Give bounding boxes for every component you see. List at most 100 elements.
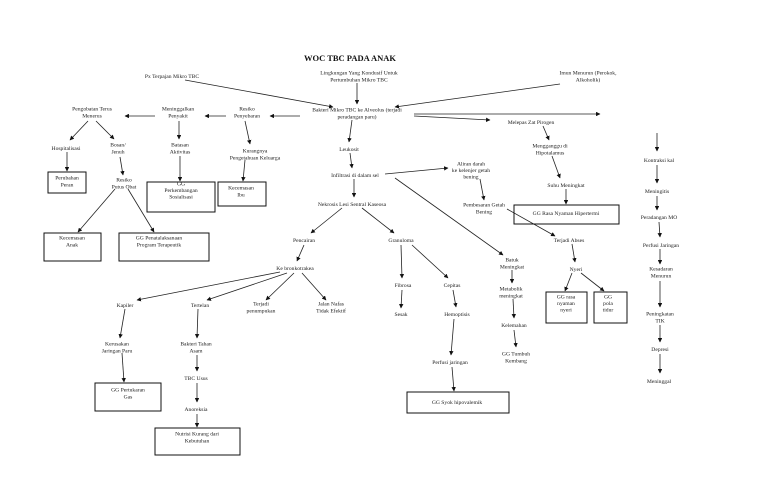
box-gg-pertukaran <box>94 382 162 412</box>
node-terjadi-abses: Terjadi Abses <box>554 238 585 244</box>
node-px-terpajan: Px Terpajan Mikro TBC <box>145 74 200 80</box>
labels: Px Terpajan Mikro TBC Lingkungan Yang Kon… <box>52 70 680 445</box>
arrow-pembesaran-to-abses <box>506 208 556 237</box>
boxes <box>43 171 628 456</box>
box-gg-penatalaksanaan <box>118 232 210 262</box>
arrow-imun-to-bakteri <box>394 83 561 109</box>
arrow-metabolik-to-kelemahan <box>511 298 516 319</box>
arrow-nyeri-to-gg-pola <box>580 272 605 292</box>
node-gg-syok: GG Syok hipovalemik <box>432 400 483 406</box>
node-melepas: Melepas Zat Pirogen <box>508 120 555 126</box>
node-kapiler: Kapiler <box>117 303 134 309</box>
node-leukosit: Leukosit <box>339 147 359 153</box>
node-imun: Imun Menurun (Perokok,Alkoholik) <box>559 70 617 84</box>
arrow-kerusakan-to-gg-pertukaran <box>121 352 126 383</box>
arrow-bakteri-to-leukosit <box>347 119 353 143</box>
arrow-bosan-to-resiko-putus <box>119 156 125 176</box>
box-gg-pola-tidur <box>593 291 628 324</box>
arrow-bakteri-to-melepas <box>413 115 491 122</box>
arrow-tertelan-to-bakteri-tahan <box>194 308 200 339</box>
node-suhu: Suhu Meningkat <box>547 183 585 189</box>
arrow-granuloma-to-fibrosa <box>399 244 405 279</box>
node-nekrosis: Nekrosis Lesi Sentral Kaseosa <box>318 202 387 208</box>
arrow-fibrosa-to-sesak <box>399 289 404 309</box>
arrow-kapiler-to-kerusakan <box>118 308 126 339</box>
arrow-infiltrasi-to-batuk <box>394 177 504 256</box>
node-cepitas: Cepitas <box>444 283 461 289</box>
connectors <box>64 79 663 428</box>
arrow-aliran-to-pembesaran <box>479 178 486 201</box>
arrow-bronko-to-tertelan <box>206 272 288 301</box>
arrow-mengganggu-to-suhu <box>551 155 561 179</box>
node-bosan: Bosan/Jenuh <box>110 143 126 156</box>
arrow-nyeri-to-gg-rasa <box>564 272 573 292</box>
arrow-bronko-to-penumpukan <box>265 272 295 301</box>
arrow-abses-to-nyeri <box>571 243 577 263</box>
node-hospitalisasi: Hospitalisasi <box>52 146 81 152</box>
node-depresi: Depresi <box>651 347 669 353</box>
box-nutrisi <box>154 427 241 456</box>
arrow-resiko-to-kurangnya <box>244 120 252 145</box>
node-granuloma: Granuloma <box>388 238 414 244</box>
arrow-bronko-to-jalan-nafas <box>301 272 327 301</box>
arrow-resiko-putus-to-kecemasan-anak <box>77 188 116 233</box>
node-fibrosa: Fibrosa <box>395 283 412 289</box>
arrow-pengobatan-to-hospitalisasi <box>69 120 89 141</box>
arrow-bronko-to-kapiler <box>136 271 281 302</box>
node-ke-bronkotrakea: Ke bronkotrakea <box>276 266 314 272</box>
arrow-pencairan-to-bronkotrakea <box>296 244 305 262</box>
box-gg-rasa-hipertermi <box>513 204 620 225</box>
arrow-peradangan-to-perfusi <box>657 221 662 238</box>
arrow-nekrosis-to-pencairan <box>310 207 343 234</box>
node-nyeri: Nyeri <box>570 267 583 273</box>
box-gg-syok <box>406 391 510 414</box>
arrow-kurangnya-to-kecemasan <box>241 159 246 182</box>
node-kelemahan: Kelemahan <box>501 323 527 329</box>
node-tbc-usus: TBC Usus <box>184 376 207 382</box>
arrow-hemoptisis-to-perfusi <box>449 318 455 356</box>
node-peradangan: Peradangan MO <box>641 215 678 221</box>
node-meninggal: Meninggal <box>647 379 672 385</box>
box-kecemasan-ibu <box>217 181 267 207</box>
node-gg-rasa-hipertermi: GG Rasa Nyaman Hipertermi <box>533 211 600 217</box>
node-perfusi-jar-r: Perfusi Jaringan <box>643 242 679 249</box>
node-meningitis: Meningitis <box>645 189 669 195</box>
box-gg-rasa-nyeri <box>545 291 588 324</box>
arrow-infiltrasi-to-aliran <box>384 166 449 175</box>
node-perfusi-jaringan: Perfusi jaringan <box>432 359 468 366</box>
node-hemoptisis: Hemoptisis <box>444 312 469 318</box>
node-sesak: Sesak <box>394 312 407 318</box>
node-pencairan: Pencairan <box>293 238 315 244</box>
arrow-kelemahan-to-gg-tumbuh <box>513 329 518 348</box>
arrow-leukosit-to-infiltrasi <box>349 152 354 169</box>
arrow-nekrosis-to-granuloma <box>361 207 395 234</box>
node-anoreksia: Anoreksia <box>185 407 209 413</box>
arrow-pengobatan-to-bosan <box>95 120 115 140</box>
